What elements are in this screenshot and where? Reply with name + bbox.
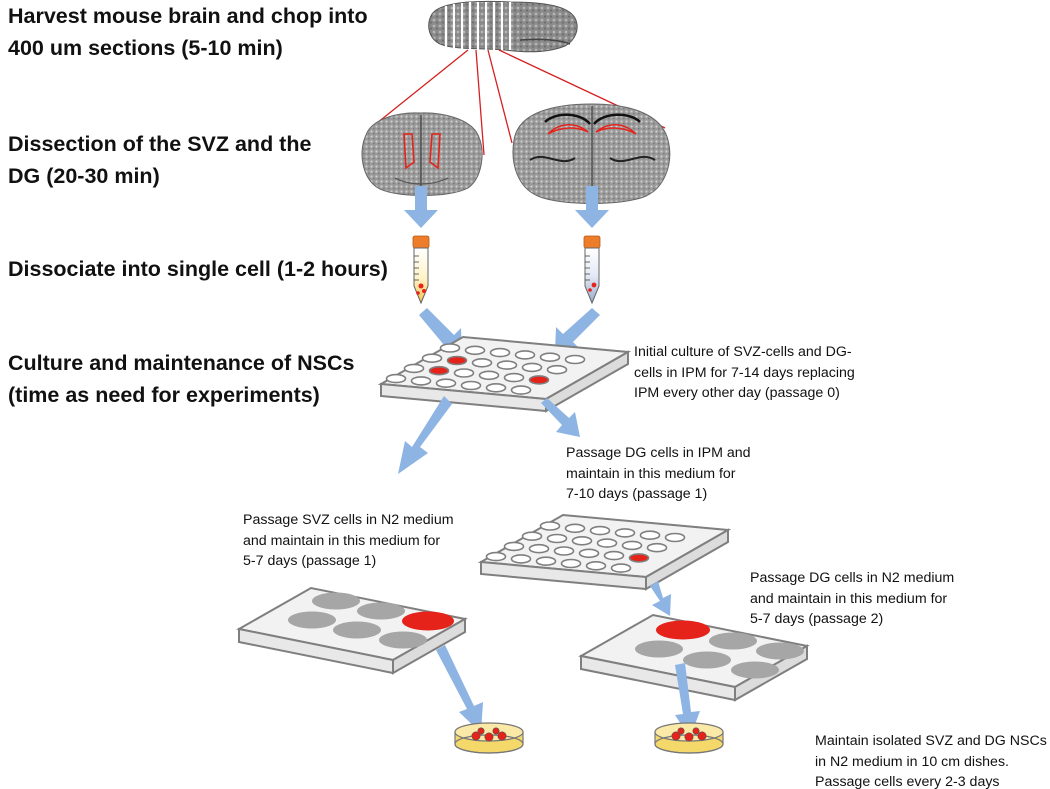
well — [535, 556, 557, 567]
well — [439, 343, 461, 353]
well — [435, 378, 457, 389]
well — [664, 532, 686, 543]
plate-6-well-dg — [578, 613, 810, 702]
step-culture-title: Culture and maintenance of NSCs (time as… — [8, 351, 355, 407]
well — [485, 382, 507, 393]
note-svz-n2: Passage SVZ cells in N2 medium and maint… — [243, 512, 454, 569]
well — [539, 521, 561, 531]
well — [610, 563, 632, 573]
well — [503, 372, 525, 383]
well — [621, 540, 643, 551]
well-highlighted — [628, 553, 650, 563]
well — [589, 525, 611, 536]
note-dg-ipm: Passage DG cells in IPM and maintain in … — [566, 445, 751, 502]
well — [585, 560, 607, 571]
well — [478, 370, 500, 381]
well — [485, 551, 507, 562]
well — [410, 376, 432, 386]
plate-24-well-initial — [377, 335, 632, 413]
well-highlighted — [528, 375, 550, 385]
well — [546, 533, 568, 544]
well — [403, 363, 425, 374]
well-highlighted — [428, 365, 450, 376]
step-dissociate-title: Dissociate into single cell (1-2 hours) — [8, 257, 388, 281]
well — [421, 353, 443, 364]
arrow-tube-2-to-plate — [555, 308, 600, 352]
note-maintain: Maintain isolated SVZ and DG NSCs in N2 … — [815, 733, 1047, 789]
well-highlighted — [446, 355, 468, 366]
well — [528, 543, 550, 554]
well — [521, 531, 543, 542]
well — [578, 548, 600, 559]
well — [614, 528, 636, 538]
well — [514, 350, 536, 360]
arrow-svz-plate-to-dish — [436, 645, 483, 733]
well — [564, 523, 586, 534]
well — [489, 347, 511, 358]
well — [603, 550, 625, 561]
well — [464, 345, 486, 356]
arrow-dissection-to-tube-1 — [404, 186, 438, 228]
sliced-brain-image — [428, 0, 578, 53]
well — [510, 385, 532, 395]
petri-dish-dg — [654, 722, 724, 754]
well — [453, 368, 475, 378]
well — [639, 530, 661, 541]
step-harvest-title: Harvest mouse brain and chop into 400 um… — [8, 4, 368, 60]
well — [503, 541, 525, 552]
coronal-section-dg-image — [512, 103, 671, 204]
arrow-dg-24-well-to-6-well — [650, 581, 671, 616]
petri-dish-svz — [454, 722, 524, 754]
well — [539, 352, 561, 363]
note-dg-n2: Passage DG cells in N2 medium and mainta… — [750, 570, 955, 627]
coronal-section-svz-image — [361, 112, 483, 196]
arrow-plate-to-svz-6-well — [398, 396, 452, 474]
arrow-dissection-to-tube-2 — [575, 186, 609, 228]
arrow-plate-to-dg-24-well — [541, 398, 580, 437]
well — [546, 364, 568, 375]
well — [564, 354, 586, 365]
note-initial-culture: Initial culture of SVZ-cells and DG- cel… — [634, 344, 855, 401]
well — [385, 373, 407, 384]
arrow-dg-plate-to-dish — [675, 663, 700, 738]
plate-24-well-dg-passage-1 — [477, 513, 732, 591]
well — [521, 362, 543, 373]
well — [510, 554, 532, 564]
tube-svz-image — [412, 235, 430, 305]
arrow-tube-1-to-plate — [419, 308, 462, 353]
tube-dg-image — [583, 235, 601, 305]
well — [596, 538, 618, 548]
plate-6-well-svz — [236, 586, 468, 675]
well — [571, 535, 593, 546]
well — [496, 360, 518, 370]
well — [471, 357, 493, 368]
well — [460, 380, 482, 391]
well — [553, 546, 575, 556]
well — [560, 558, 582, 569]
well — [646, 542, 668, 553]
step-dissection-title: Dissection of the SVZ and the DG (20-30 … — [8, 132, 312, 188]
